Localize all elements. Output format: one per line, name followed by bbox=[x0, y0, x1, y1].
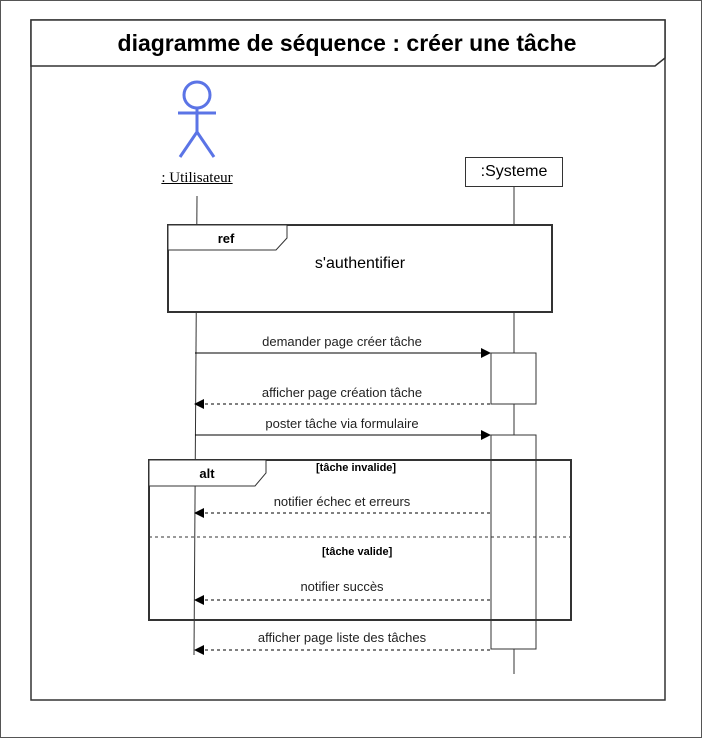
alt-tag-label: alt bbox=[199, 465, 215, 481]
guard-valid: [tâche valide] bbox=[322, 546, 393, 558]
ref-fragment-text: s'authentifier bbox=[314, 255, 406, 272]
ref-tag-label: ref bbox=[217, 230, 235, 246]
system-lifeline-head: :Systeme bbox=[465, 157, 563, 187]
activation-box bbox=[490, 352, 537, 405]
message-label: poster tâche via formulaire bbox=[265, 416, 419, 431]
message-label: demander page créer tâche bbox=[262, 334, 422, 349]
guard-invalid: [tâche invalide] bbox=[316, 462, 397, 474]
message-label: afficher page liste des tâches bbox=[257, 630, 427, 645]
diagram-title: diagramme de séquence : créer une tâche bbox=[117, 29, 577, 56]
alt-fragment-frame bbox=[148, 459, 572, 621]
diagram-frame bbox=[30, 19, 666, 701]
alt-fragment-tag-shape bbox=[148, 459, 267, 487]
message-label: notifier succès bbox=[300, 579, 384, 594]
activation-box bbox=[490, 434, 537, 650]
ref-fragment-frame bbox=[167, 224, 553, 313]
system-label: :Systeme bbox=[480, 163, 548, 180]
stick-figure-icon bbox=[178, 80, 216, 158]
ref-fragment-tag-shape bbox=[167, 224, 288, 251]
actor-label: : Utilisateur bbox=[161, 170, 233, 186]
title-frame bbox=[30, 19, 666, 67]
message-label: notifier échec et erreurs bbox=[273, 494, 411, 509]
message-label: afficher page création tâche bbox=[261, 385, 423, 400]
